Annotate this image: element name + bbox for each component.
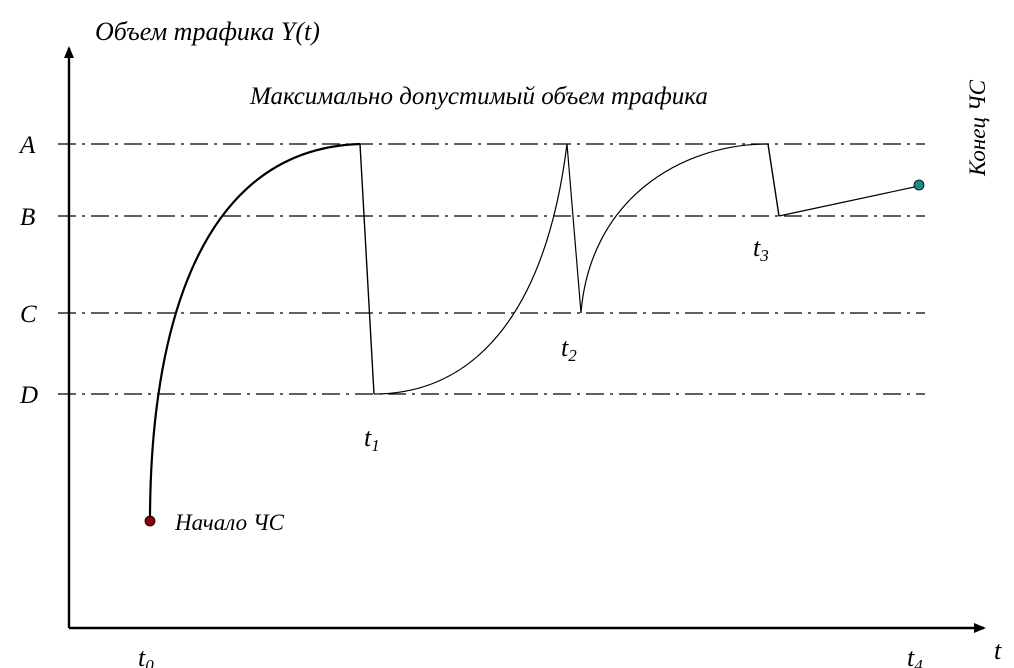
level-label-b: B [20, 204, 35, 231]
level-label-d: D [19, 382, 38, 409]
time-mark-t0: t0 [138, 643, 154, 668]
start-label: Начало ЧС [174, 510, 285, 535]
y-axis-label: Объем трафика Y(t) [95, 17, 320, 46]
traffic-curve-tail [778, 185, 920, 217]
time-mark-t3: t3 [753, 233, 769, 265]
traffic-curve-rise-2 [373, 143, 568, 395]
level-label-a: A [18, 132, 36, 159]
time-mark-t1: t1 [364, 423, 380, 455]
traffic-curve-rise-3 [580, 143, 769, 314]
end-label: Конец ЧС [965, 79, 990, 177]
traffic-curve-rise-1 [148, 142, 361, 522]
level-label-c: C [20, 301, 37, 328]
max-volume-caption: Максимально допустимый объем трафика [249, 83, 708, 110]
traffic-curve-drop-2 [566, 143, 582, 314]
time-mark-t2: t2 [561, 333, 577, 365]
time-mark-t4: t4 [907, 643, 923, 668]
end-point [913, 179, 925, 191]
start-point [144, 515, 156, 527]
traffic-curve-drop-3 [767, 143, 780, 217]
traffic-curve-drop-1 [359, 143, 375, 395]
x-axis-label: t [994, 636, 1002, 665]
